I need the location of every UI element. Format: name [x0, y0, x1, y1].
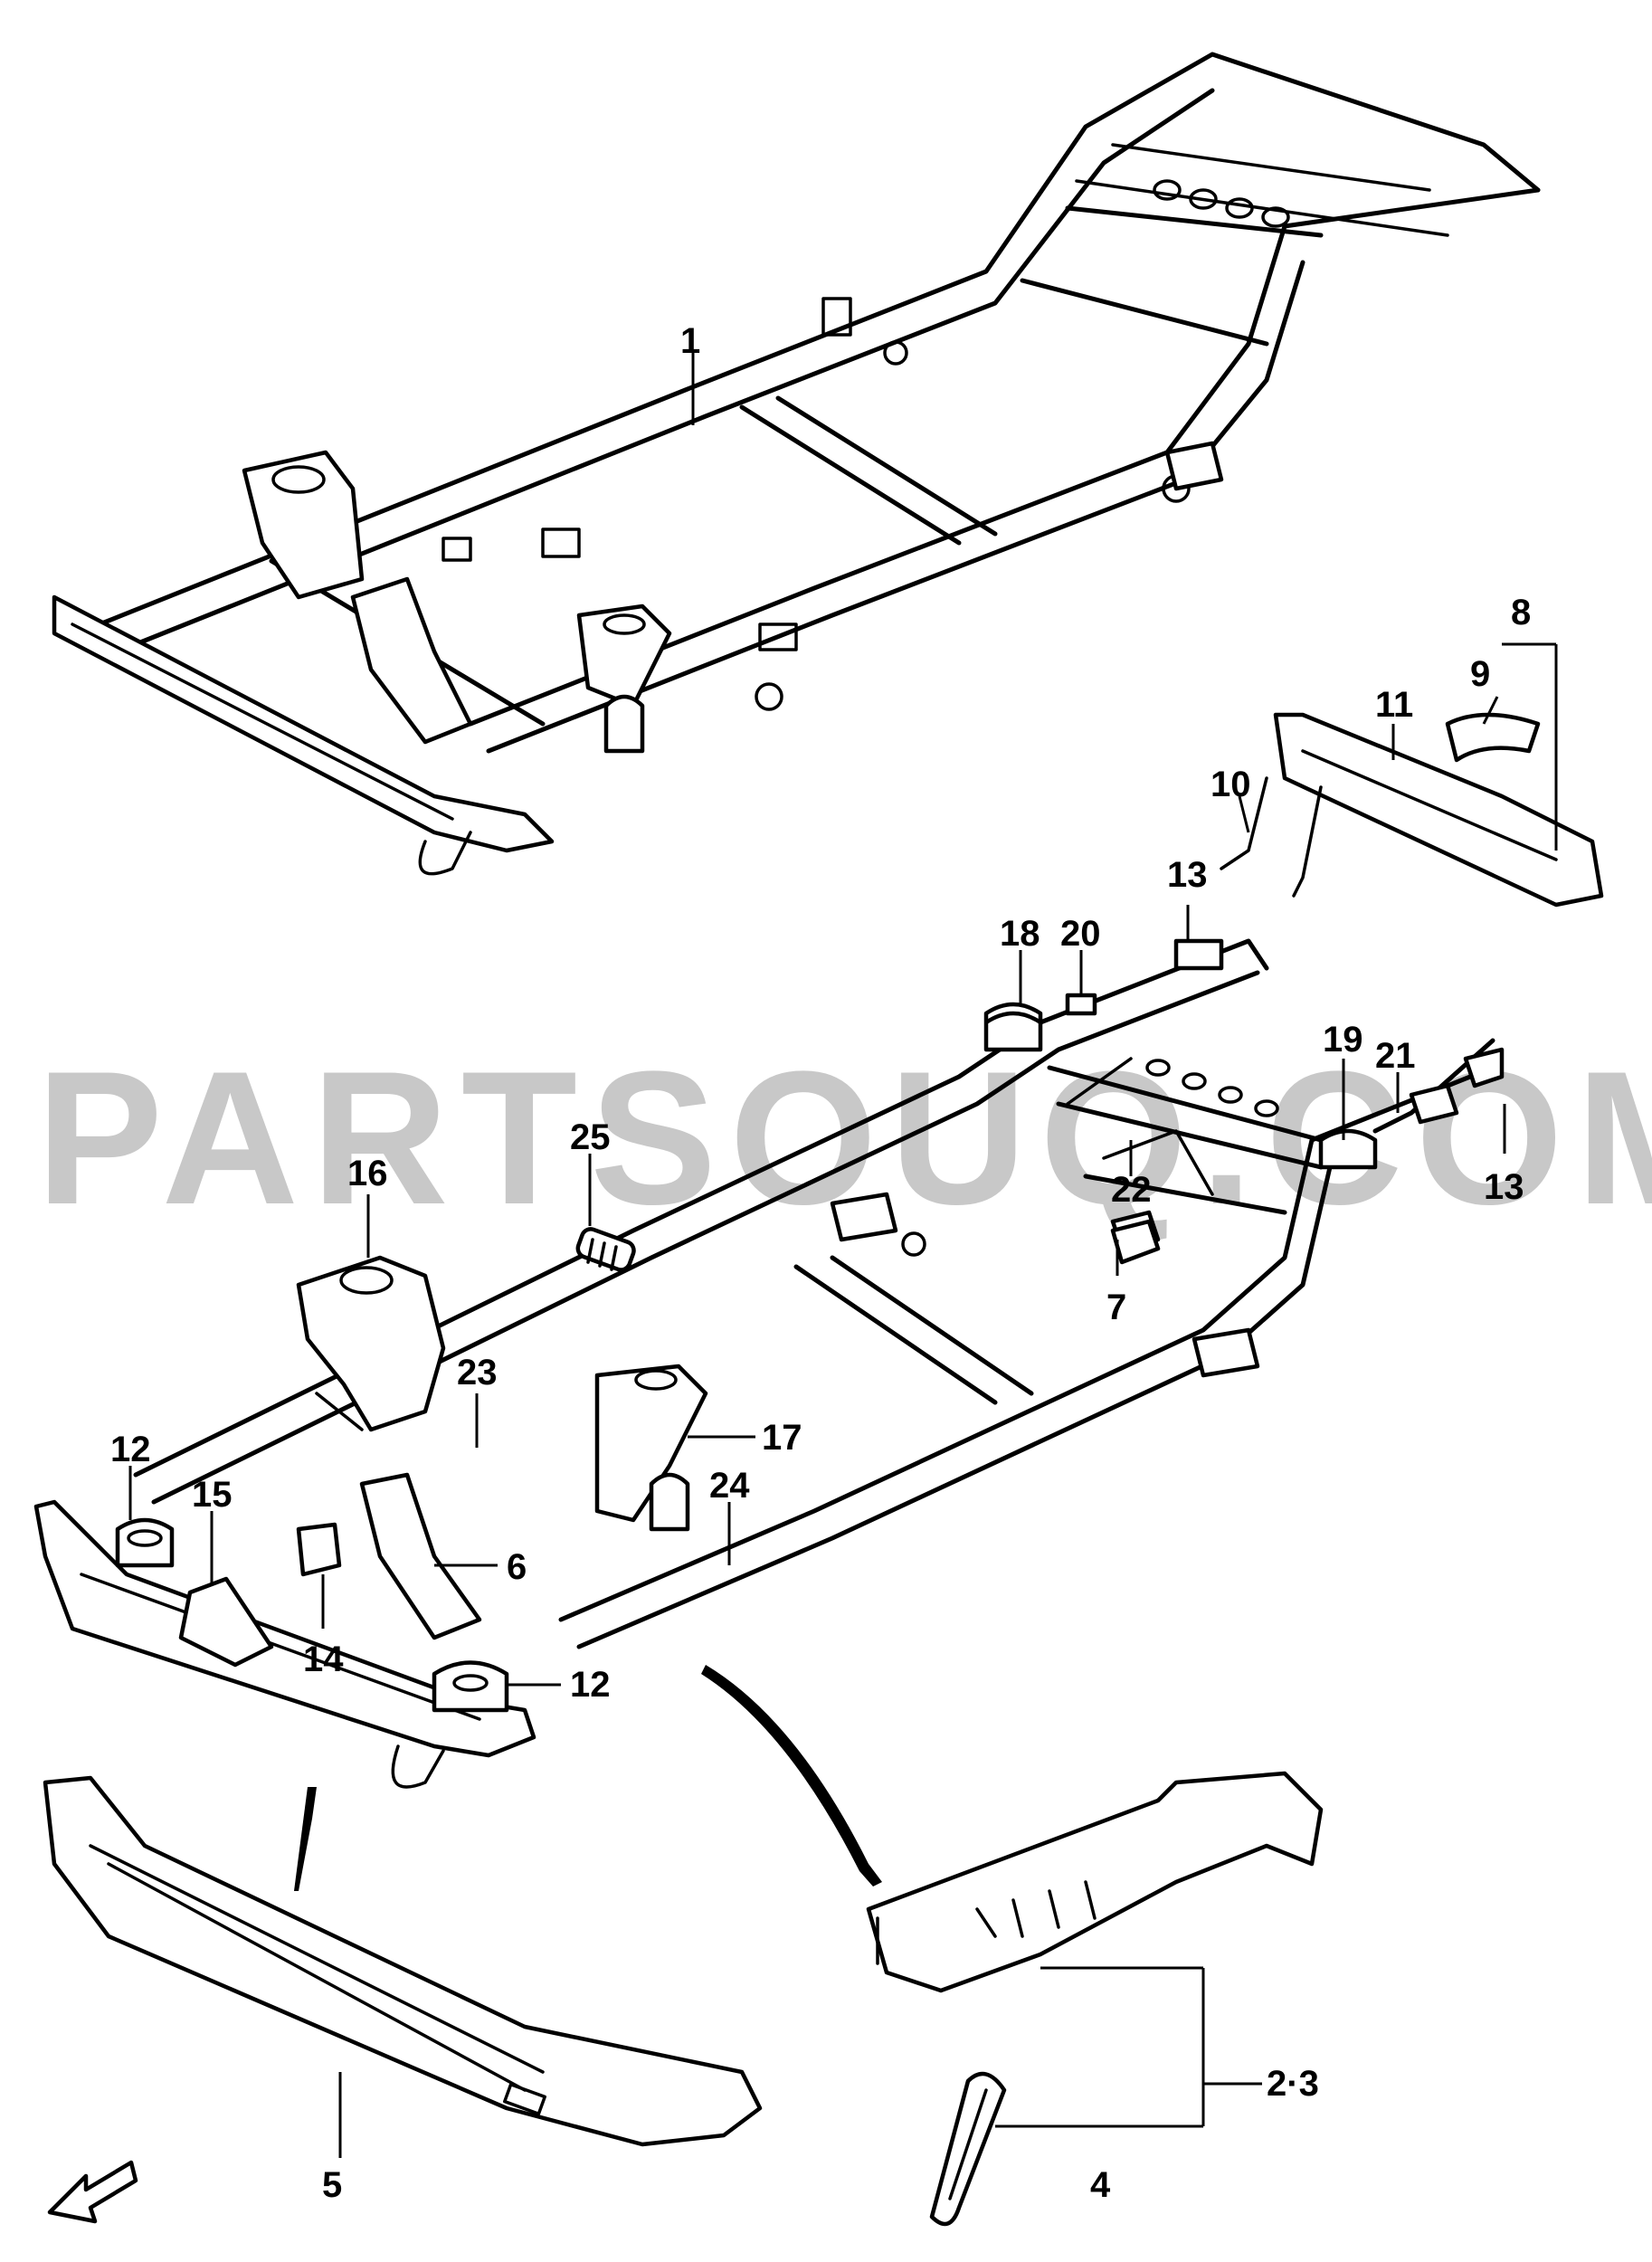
callout-16: 16 [347, 1154, 388, 1193]
frame-assembly-top [52, 52, 1541, 876]
callout-11: 11 [1375, 685, 1413, 725]
explode-arrow-bumper [294, 1787, 317, 1891]
bracket-17 [594, 1364, 708, 1523]
bracket-15 [178, 1576, 274, 1668]
callout-19: 19 [1323, 1020, 1363, 1060]
front-bumper-middle [33, 1499, 536, 1789]
bracket-6 [359, 1472, 482, 1640]
callout-12b: 12 [570, 1665, 611, 1705]
callout-15: 15 [192, 1475, 233, 1515]
callout-18: 18 [1000, 914, 1040, 954]
callout-9: 9 [1470, 654, 1490, 694]
engine-mount-bracket-16 [296, 1255, 446, 1432]
rear-crossmember-detail [1220, 712, 1604, 908]
callout-13a: 13 [1167, 855, 1208, 895]
callout-22: 22 [1111, 1170, 1152, 1210]
callout-5: 5 [322, 2165, 342, 2205]
callout-2-3: 2·3 [1267, 2064, 1319, 2104]
callout-17: 17 [762, 1418, 802, 1458]
callout-7: 7 [1106, 1288, 1126, 1327]
callout-23: 23 [457, 1353, 498, 1392]
front-rail-section-2-3 [866, 1771, 1324, 1993]
callout-21: 21 [1375, 1036, 1416, 1076]
callout-14: 14 [303, 1639, 344, 1679]
callout-20: 20 [1060, 914, 1101, 954]
front-bumper-part-5 [43, 1775, 763, 2147]
front-direction-arrow-icon [47, 2160, 138, 2224]
callout-12a: 12 [110, 1430, 151, 1469]
callout-1: 1 [680, 321, 700, 361]
bracket-7 [1110, 1219, 1161, 1265]
callout-24: 24 [709, 1466, 750, 1506]
callout-4: 4 [1090, 2165, 1111, 2205]
callout-6: 6 [507, 1547, 527, 1587]
callout-25: 25 [570, 1117, 611, 1157]
bushing-14 [296, 1522, 342, 1577]
frame-assembly-middle [133, 938, 1505, 1649]
bolt-25 [575, 1227, 636, 1272]
callout-8: 8 [1511, 593, 1531, 632]
explode-arrow-rail [701, 1665, 882, 1887]
callout-13b: 13 [1484, 1167, 1524, 1207]
callout-10: 10 [1211, 765, 1251, 804]
